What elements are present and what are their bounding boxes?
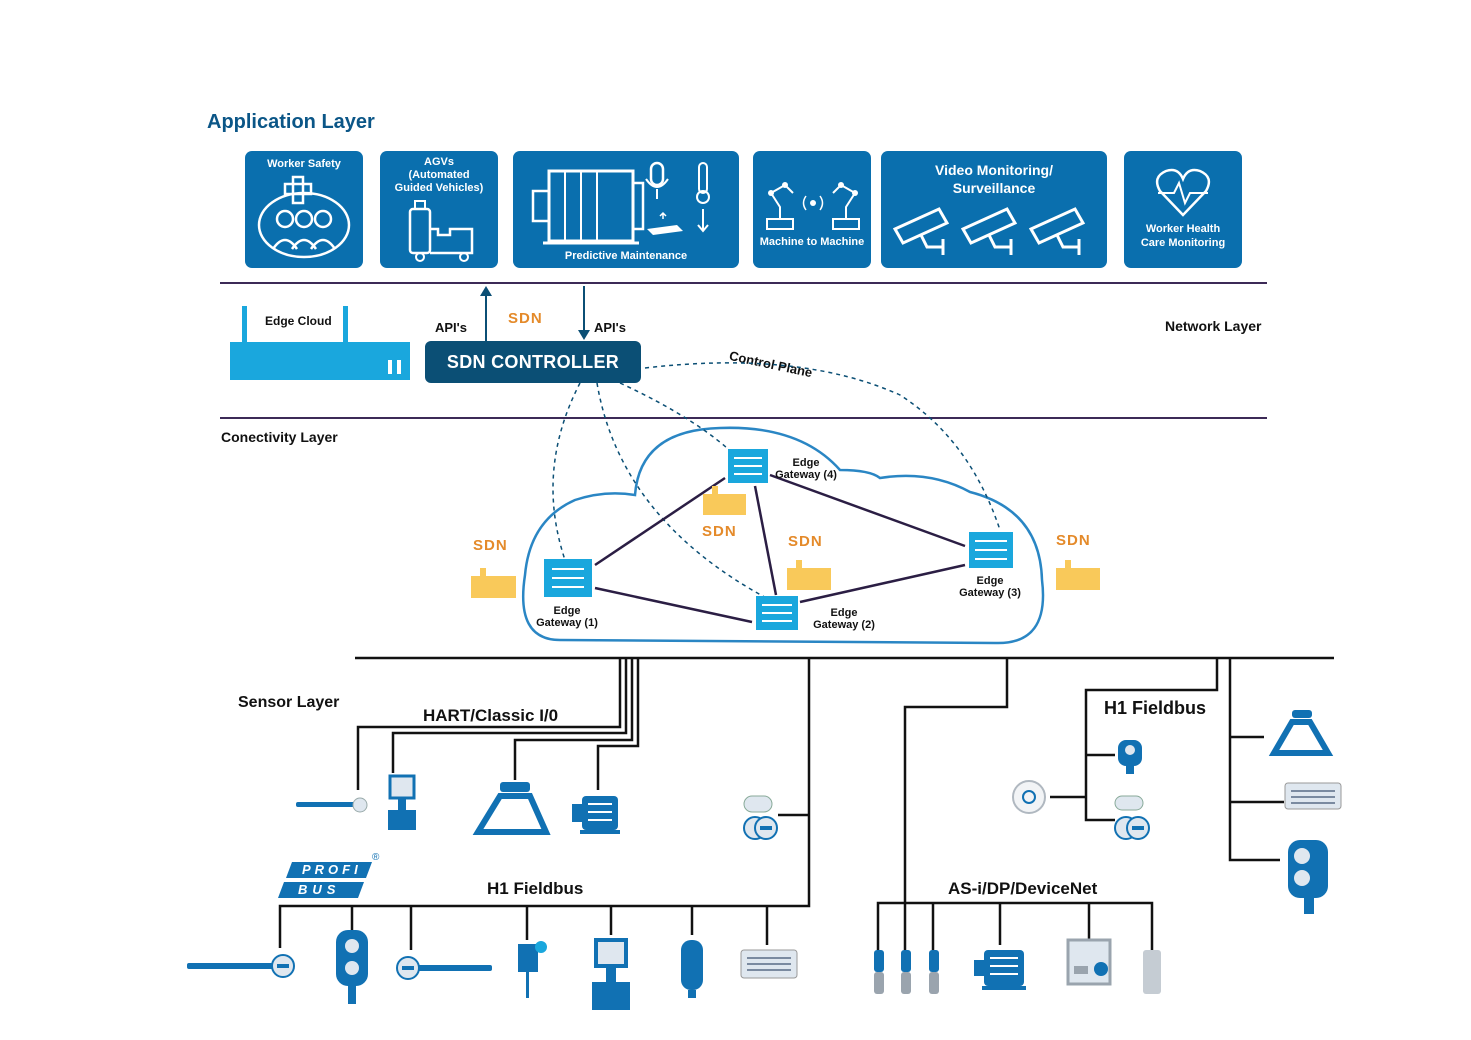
application-layer-title: Application Layer: [207, 111, 375, 133]
h1-fieldbus-right-label: H1 Fieldbus: [1104, 698, 1207, 718]
app-predictive-maintenance[interactable]: Predictive Maintenance: [513, 151, 739, 268]
asi-bus-label: AS-i/DP/DeviceNet: [948, 879, 1098, 898]
app-label-line1: Worker Health: [1145, 223, 1221, 235]
proximity-sensor-icon: [874, 950, 884, 994]
sdn-logo: SDN: [508, 310, 543, 327]
pump-motor-icon: [572, 796, 620, 834]
pressure-transmitter-icon: [1288, 840, 1328, 914]
app-machine-to-machine[interactable]: Machine to Machine: [753, 151, 871, 268]
svg-text:SDN: SDN: [788, 533, 823, 550]
gateway-label-line2: Gateway (1): [536, 617, 598, 629]
divider-network-connectivity: [220, 417, 1267, 419]
temperature-probe-icon: [187, 954, 295, 978]
pressure-transmitter-icon: [1118, 740, 1142, 774]
gateway-label-line1: Edge: [792, 457, 820, 469]
connectivity-layer-label: Conectivity Layer: [221, 429, 338, 445]
factory-icon: [1056, 560, 1100, 590]
gateway-label-line1: Edge: [553, 605, 581, 617]
factory-icon: [703, 486, 746, 515]
valve-icon: [388, 774, 416, 830]
app-label-line1: AGVs: [424, 156, 454, 168]
worker-safety-icon: [257, 175, 351, 259]
profibus-logo-top: PROFI: [302, 862, 362, 877]
level-switch-icon: [518, 941, 547, 998]
app-label-line2: Care Monitoring: [1140, 237, 1226, 249]
app-label-line2: (Automated: [408, 169, 470, 181]
temperature-probe-icon: [296, 797, 368, 813]
gateway-2-label: Edge Gateway (2): [810, 607, 878, 631]
pressure-transmitter-icon: [336, 930, 368, 1004]
valve-icon: [592, 938, 630, 1010]
gateway-label-line1: Edge: [830, 607, 858, 619]
motor-sensor-icon: [531, 161, 710, 245]
edge-cloud-shape: [521, 426, 1045, 645]
app-label-line1: Video Monitoring/: [935, 162, 1053, 178]
api-right-label: API's: [594, 320, 626, 335]
display-unit-icon: [1284, 782, 1342, 810]
agv-icon: [408, 200, 474, 262]
factory-icon: [471, 568, 516, 598]
gateway-label-line1: Edge: [976, 575, 1004, 587]
svg-text:SDN: SDN: [702, 523, 737, 540]
network-layer-label: Network Layer: [1165, 318, 1262, 334]
gateway-1-switch-icon: [544, 559, 592, 597]
edge-cloud-label: Edge Cloud: [265, 314, 332, 328]
app-label: Predictive Maintenance: [564, 250, 688, 262]
radar-level-icon: [681, 940, 703, 998]
app-worker-safety[interactable]: Worker Safety: [245, 151, 363, 268]
heart-pulse-icon: [1155, 168, 1211, 217]
gateway-2-switch-icon: [756, 596, 798, 630]
gateway-4-switch-icon: [728, 449, 768, 483]
temperature-probe-icon: [396, 956, 492, 980]
app-worker-health[interactable]: Worker Health Care Monitoring: [1124, 151, 1242, 268]
edge-cloud-router-icon: [230, 306, 410, 380]
robot-arm-icon: [766, 182, 860, 230]
gateway-label-line2: Gateway (3): [959, 587, 1021, 599]
coriolis-flowmeter-icon: [1268, 710, 1334, 756]
proximity-sensor-icon: [901, 950, 911, 994]
sdn-controller[interactable]: SDN CONTROLLER: [425, 341, 641, 383]
app-label-line2: Surveillance: [952, 180, 1036, 196]
pump-motor-icon: [974, 950, 1026, 990]
profibus-logo-icon: [278, 862, 372, 898]
gateway-label-line2: Gateway (2): [813, 619, 875, 631]
hart-bus-label: HART/Classic I/0: [423, 706, 559, 725]
display-unit-icon: [740, 949, 798, 979]
divider-application-network: [220, 282, 1267, 284]
sensor-layer-label: Sensor Layer: [238, 694, 340, 711]
svg-text:SDN: SDN: [1056, 532, 1091, 549]
app-agvs[interactable]: AGVs (Automated Guided Vehicles): [380, 151, 498, 268]
h1-fieldbus-left-label: H1 Fieldbus: [487, 879, 584, 898]
gateway-1-label: Edge Gateway (1): [535, 605, 599, 629]
transmitter-icon: [743, 795, 778, 840]
control-panel-icon: [1066, 938, 1112, 986]
sensor-cylinder-icon: [1143, 950, 1161, 994]
app-label-line3: Guided Vehicles): [394, 182, 484, 194]
gateway-4-label: Edge Gateway (4): [772, 457, 840, 481]
factory-icon: [787, 560, 831, 590]
gateway-3-label: Edge Gateway (3): [956, 575, 1024, 599]
cctv-camera-icon: [892, 207, 1086, 255]
profibus-logo-bottom: BUS: [298, 882, 341, 897]
dial-gauge-icon: [1012, 780, 1046, 814]
gateway-label-line2: Gateway (4): [775, 469, 837, 481]
transmitter-icon: [1114, 795, 1150, 840]
app-label: Worker Safety: [267, 158, 341, 170]
app-video-monitoring[interactable]: Video Monitoring/ Surveillance: [881, 151, 1107, 268]
gateway-3-switch-icon: [969, 532, 1013, 568]
app-label: Machine to Machine: [759, 236, 865, 248]
coriolis-flowmeter-icon: [472, 782, 551, 835]
svg-text:SDN: SDN: [473, 537, 508, 554]
api-arrows: [480, 286, 590, 342]
proximity-sensor-icon: [929, 950, 939, 994]
api-left-label: API's: [435, 320, 467, 335]
registered-mark: ®: [372, 852, 380, 863]
